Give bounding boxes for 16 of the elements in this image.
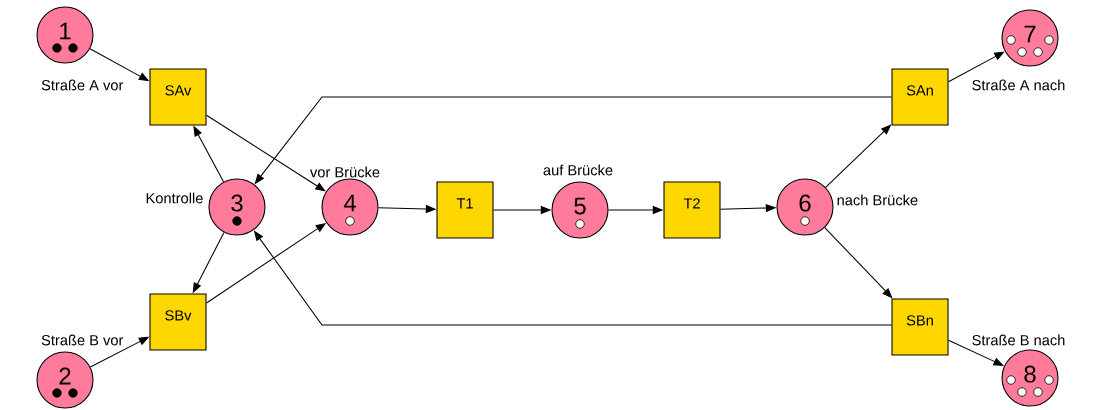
arrow (206, 114, 326, 192)
place-label: auf Brücke (543, 164, 613, 176)
transition-box: T1 (436, 181, 494, 239)
place-label: nach Brücke (837, 194, 918, 206)
place-label: vor Brücke (310, 166, 380, 178)
transition-box: T2 (663, 181, 721, 239)
place-label: Kontrolle (146, 192, 203, 204)
place-label: Straße B vor (41, 334, 124, 346)
place-label: Straße A vor (41, 79, 124, 91)
transition-box: SBv (149, 293, 207, 351)
transition-box: SBn (891, 298, 949, 356)
place-label: Straße A nach (972, 79, 1065, 91)
place-label: Straße B nach (972, 334, 1065, 346)
transition-box: SAn (891, 68, 949, 126)
arrow (948, 51, 1005, 83)
transition-box: SAv (149, 68, 207, 126)
